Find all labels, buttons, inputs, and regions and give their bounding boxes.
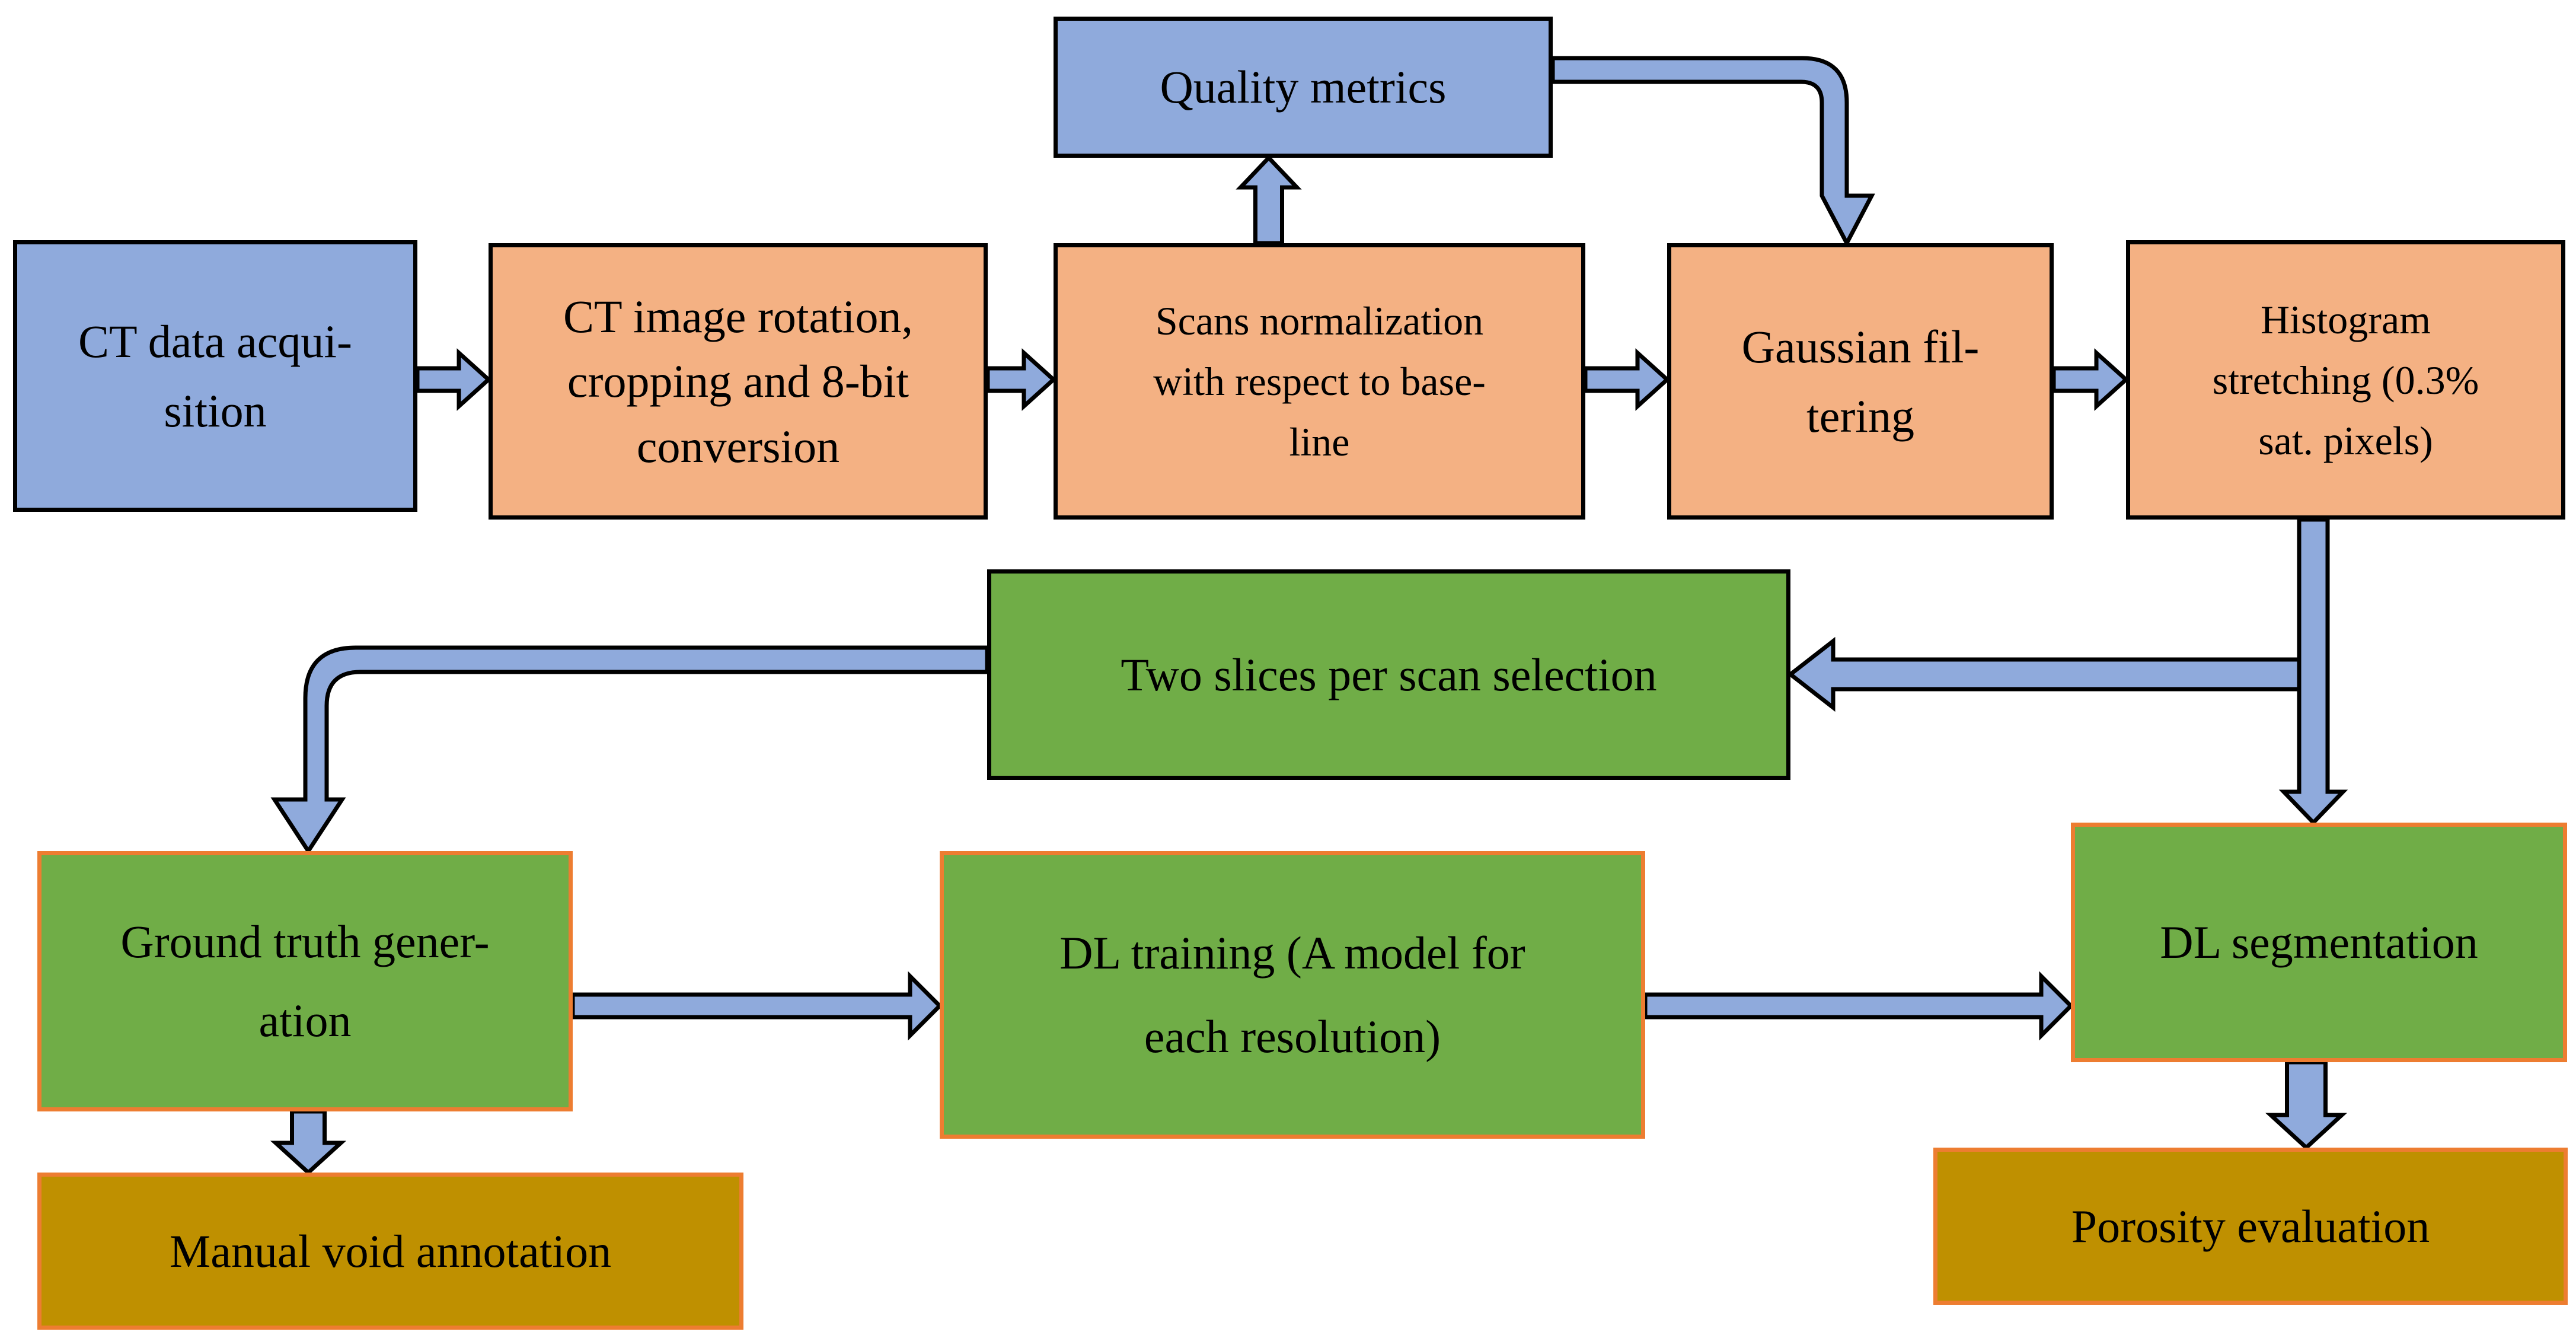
arrow-rotation-to-normalization xyxy=(985,348,1057,411)
scans-normalization-box: Scans normalization with respect to base… xyxy=(1054,243,1585,520)
histogram-stretching-box: Histogram stretching (0.3% sat. pixels) xyxy=(2126,240,2565,520)
dl-segmentation-box: DL segmentation xyxy=(2071,823,2567,1062)
arrow-segmentation-to-porosity xyxy=(2265,1060,2347,1151)
arrow-training-to-segmentation xyxy=(1643,971,2074,1041)
porosity-evaluation-box: Porosity evaluation xyxy=(1933,1148,2568,1305)
two-slices-selection-label: Two slices per scan selection xyxy=(1121,648,1657,700)
ct-data-acquisition-box: CT data acqui- sition xyxy=(13,240,417,512)
ground-truth-generation-label: Ground truth gener- ation xyxy=(120,915,490,1046)
dl-segmentation-label: DL segmentation xyxy=(2160,916,2478,969)
arrow-gaussian-to-histogram xyxy=(2051,348,2130,411)
arrow-histogram-to-slices xyxy=(1787,636,2302,712)
scans-normalization-label: Scans normalization with respect to base… xyxy=(1153,298,1486,464)
gaussian-filtering-box: Gaussian fil- tering xyxy=(1667,243,2054,520)
ct-image-rotation-box: CT image rotation, cropping and 8-bit co… xyxy=(489,243,988,520)
dl-training-box: DL training (A model for each resolution… xyxy=(940,851,1645,1139)
ct-data-acquisition-label: CT data acqui- sition xyxy=(78,316,353,437)
arrow-slices-to-groundtruth xyxy=(270,645,989,855)
arrow-groundtruth-to-training xyxy=(570,971,943,1041)
manual-void-annotation-label: Manual void annotation xyxy=(169,1225,612,1277)
porosity-evaluation-label: Porosity evaluation xyxy=(2071,1200,2430,1252)
ct-image-rotation-label: CT image rotation, cropping and 8-bit co… xyxy=(563,291,913,472)
arrow-histogram-to-segmentation xyxy=(2278,517,2348,826)
arrow-quality-to-gaussian xyxy=(1550,56,1875,248)
dl-training-label: DL training (A model for each resolution… xyxy=(1059,927,1525,1062)
arrow-normalization-to-gaussian xyxy=(1583,348,1671,411)
arrow-acquisition-to-rotation xyxy=(415,348,492,411)
quality-metrics-box: Quality metrics xyxy=(1054,17,1553,158)
manual-void-annotation-box: Manual void annotation xyxy=(37,1173,743,1330)
two-slices-selection-box: Two slices per scan selection xyxy=(987,569,1790,780)
ground-truth-generation-box: Ground truth gener- ation xyxy=(37,851,573,1111)
arrow-normalization-to-quality xyxy=(1236,154,1302,246)
quality-metrics-label: Quality metrics xyxy=(1160,61,1447,113)
histogram-stretching-label: Histogram stretching (0.3% sat. pixels) xyxy=(2212,297,2479,463)
arrow-groundtruth-to-annotation xyxy=(270,1109,347,1175)
gaussian-filtering-label: Gaussian fil- tering xyxy=(1741,321,1980,442)
